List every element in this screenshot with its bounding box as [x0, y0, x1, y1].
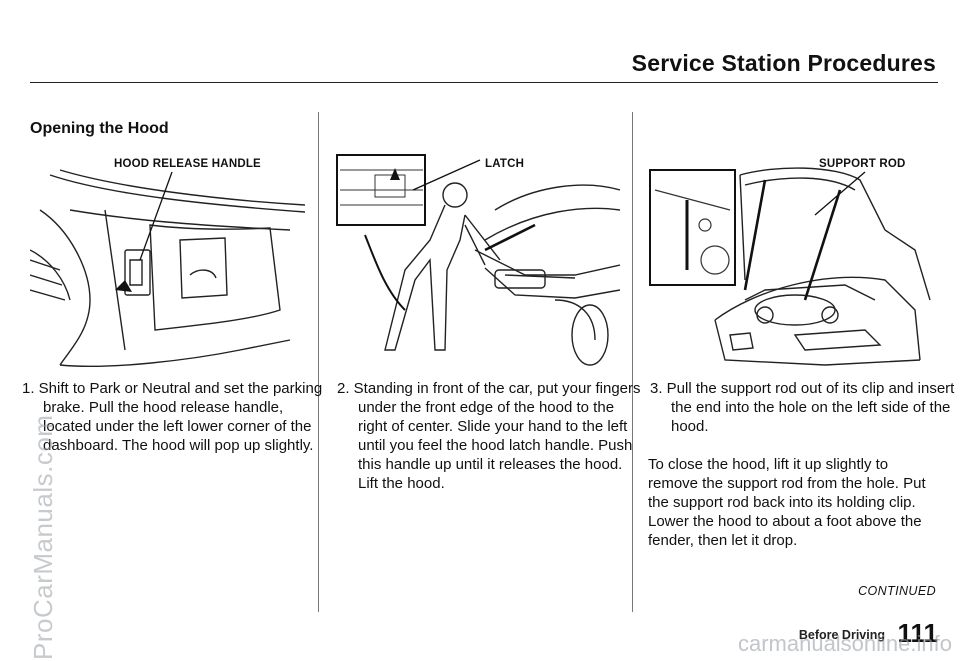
figure-label-latch: LATCH	[485, 158, 525, 170]
figure-label-hood-release: HOOD RELEASE HANDLE	[114, 158, 261, 170]
column-divider-1	[318, 112, 319, 612]
continued-label: CONTINUED	[858, 584, 936, 598]
car-front-illustration	[336, 154, 620, 366]
page-number: 111	[897, 618, 938, 648]
page-title: Service Station Procedures	[631, 50, 936, 76]
figure-label-support-rod: SUPPORT ROD	[819, 158, 906, 170]
step-2-text: 2. Standing in front of the car, put you…	[337, 380, 641, 492]
header-rule	[30, 82, 938, 83]
column-divider-2	[632, 112, 633, 612]
open-hood-illustration	[649, 167, 931, 366]
bottom-watermark: carmanualsonline.info	[737, 631, 952, 656]
dashboard-illustration	[30, 169, 305, 367]
section-heading: Opening the Hood	[30, 120, 169, 137]
hood-release-figure: HOOD RELEASE HANDLE	[30, 150, 305, 380]
step-1-text: 1. Shift to Park or Neutral and set the …	[22, 380, 323, 454]
latch-figure: LATCH	[335, 150, 620, 380]
footer-section-label: Before Driving	[798, 628, 885, 642]
step-3-text: 3. Pull the support rod out of its clip …	[650, 380, 955, 435]
side-watermark: ProCarManuals.com	[28, 414, 58, 660]
closing-instructions: To close the hood, lift it up slightly t…	[648, 456, 926, 549]
support-rod-figure: SUPPORT ROD	[645, 150, 935, 380]
